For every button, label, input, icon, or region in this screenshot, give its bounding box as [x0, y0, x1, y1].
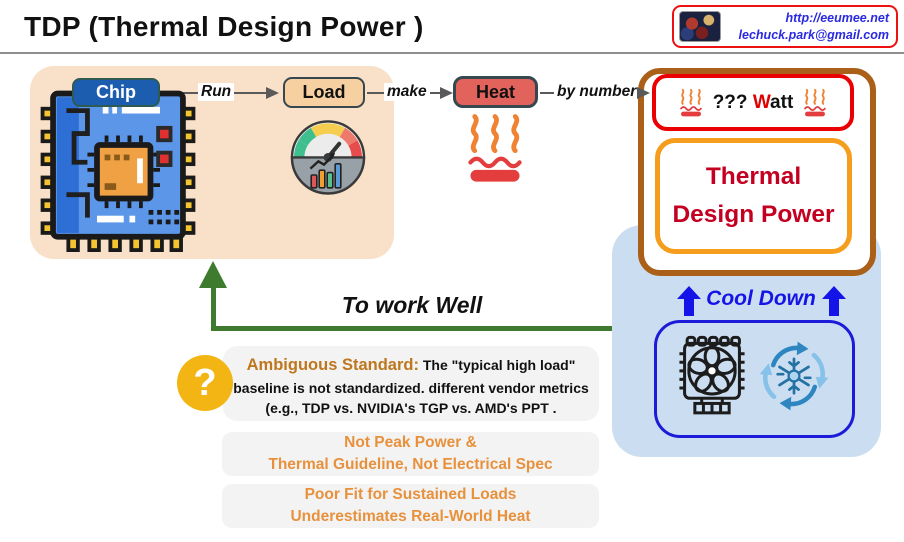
note-not-peak-power: Not Peak Power & Thermal Guideline, Not …	[222, 432, 599, 476]
up-arrow-icon	[822, 286, 846, 316]
ambiguous-heading: Ambiguous Standard:	[246, 356, 419, 374]
ambiguous-line1: Ambiguous Standard: The "typical high lo…	[223, 354, 599, 378]
watt-w-letter: W	[752, 91, 771, 113]
question-mark-glyph: ?	[193, 361, 217, 404]
chip-icon	[40, 90, 196, 252]
cool-down-label: Cool Down	[706, 287, 816, 310]
load-gauge-icon	[290, 120, 366, 195]
note-line: Poor Fit for Sustained Loads	[304, 486, 517, 503]
tdp-line1: Thermal	[705, 163, 802, 191]
make-label: make	[384, 83, 430, 101]
heat-icon	[679, 88, 702, 117]
author-url-link[interactable]: http://eeumee.net	[785, 10, 890, 25]
by-number-arrowhead-icon	[637, 87, 650, 99]
note-line: Underestimates Real-World Heat	[290, 508, 531, 525]
author-email-link[interactable]: lechuck.park@gmail.com	[738, 27, 889, 42]
watt-value: ??? Watt	[713, 92, 794, 114]
cpu-cooler-icon	[679, 335, 745, 415]
note-poor-fit: Poor Fit for Sustained Loads Underestima…	[222, 484, 599, 528]
ambiguous-line2: baseline is not standardized. different …	[233, 379, 589, 396]
watt-box: ??? Watt	[652, 74, 854, 131]
snowflake-cooling-icon	[759, 341, 829, 411]
author-credit-box: http://eeumee.net lechuck.park@gmail.com	[672, 5, 898, 48]
make-arrowhead-icon	[440, 87, 453, 99]
ambiguous-standard-note: Ambiguous Standard: The "typical high lo…	[223, 346, 599, 421]
tdp-title-box: Thermal Design Power	[655, 138, 852, 254]
load-node: Load	[283, 77, 365, 108]
chip-node: Chip	[72, 78, 160, 107]
ambiguous-line3: (e.g., TDP vs. NVIDIA's TGP vs. AMD's PP…	[265, 400, 557, 417]
title-underline	[0, 52, 904, 54]
tdp-line2: Design Power	[672, 201, 835, 228]
feedback-arrow-line	[211, 326, 612, 331]
question-mark-icon: ?	[177, 355, 233, 411]
feedback-arrow-line	[211, 287, 216, 329]
to-work-well-label: To work Well	[341, 292, 483, 318]
by-number-label: by number	[554, 83, 640, 101]
heat-node: Heat	[453, 76, 538, 108]
heat-icon	[468, 114, 522, 182]
note-line: Thermal Guideline, Not Electrical Spec	[268, 456, 553, 473]
note-line: Not Peak Power &	[344, 434, 477, 451]
feedback-arrowhead-icon	[199, 261, 227, 288]
cooler-box	[654, 320, 855, 438]
run-label: Run	[198, 83, 235, 101]
run-arrowhead-icon	[266, 87, 279, 99]
author-photo	[679, 11, 721, 42]
up-arrow-icon	[677, 286, 701, 316]
ambiguous-line1-text: The "typical high load"	[418, 357, 576, 373]
page-title: TDP (Thermal Design Power )	[24, 11, 424, 42]
heat-icon	[804, 88, 827, 117]
watt-question-marks: ???	[712, 91, 753, 113]
watt-rest: att	[770, 91, 794, 113]
